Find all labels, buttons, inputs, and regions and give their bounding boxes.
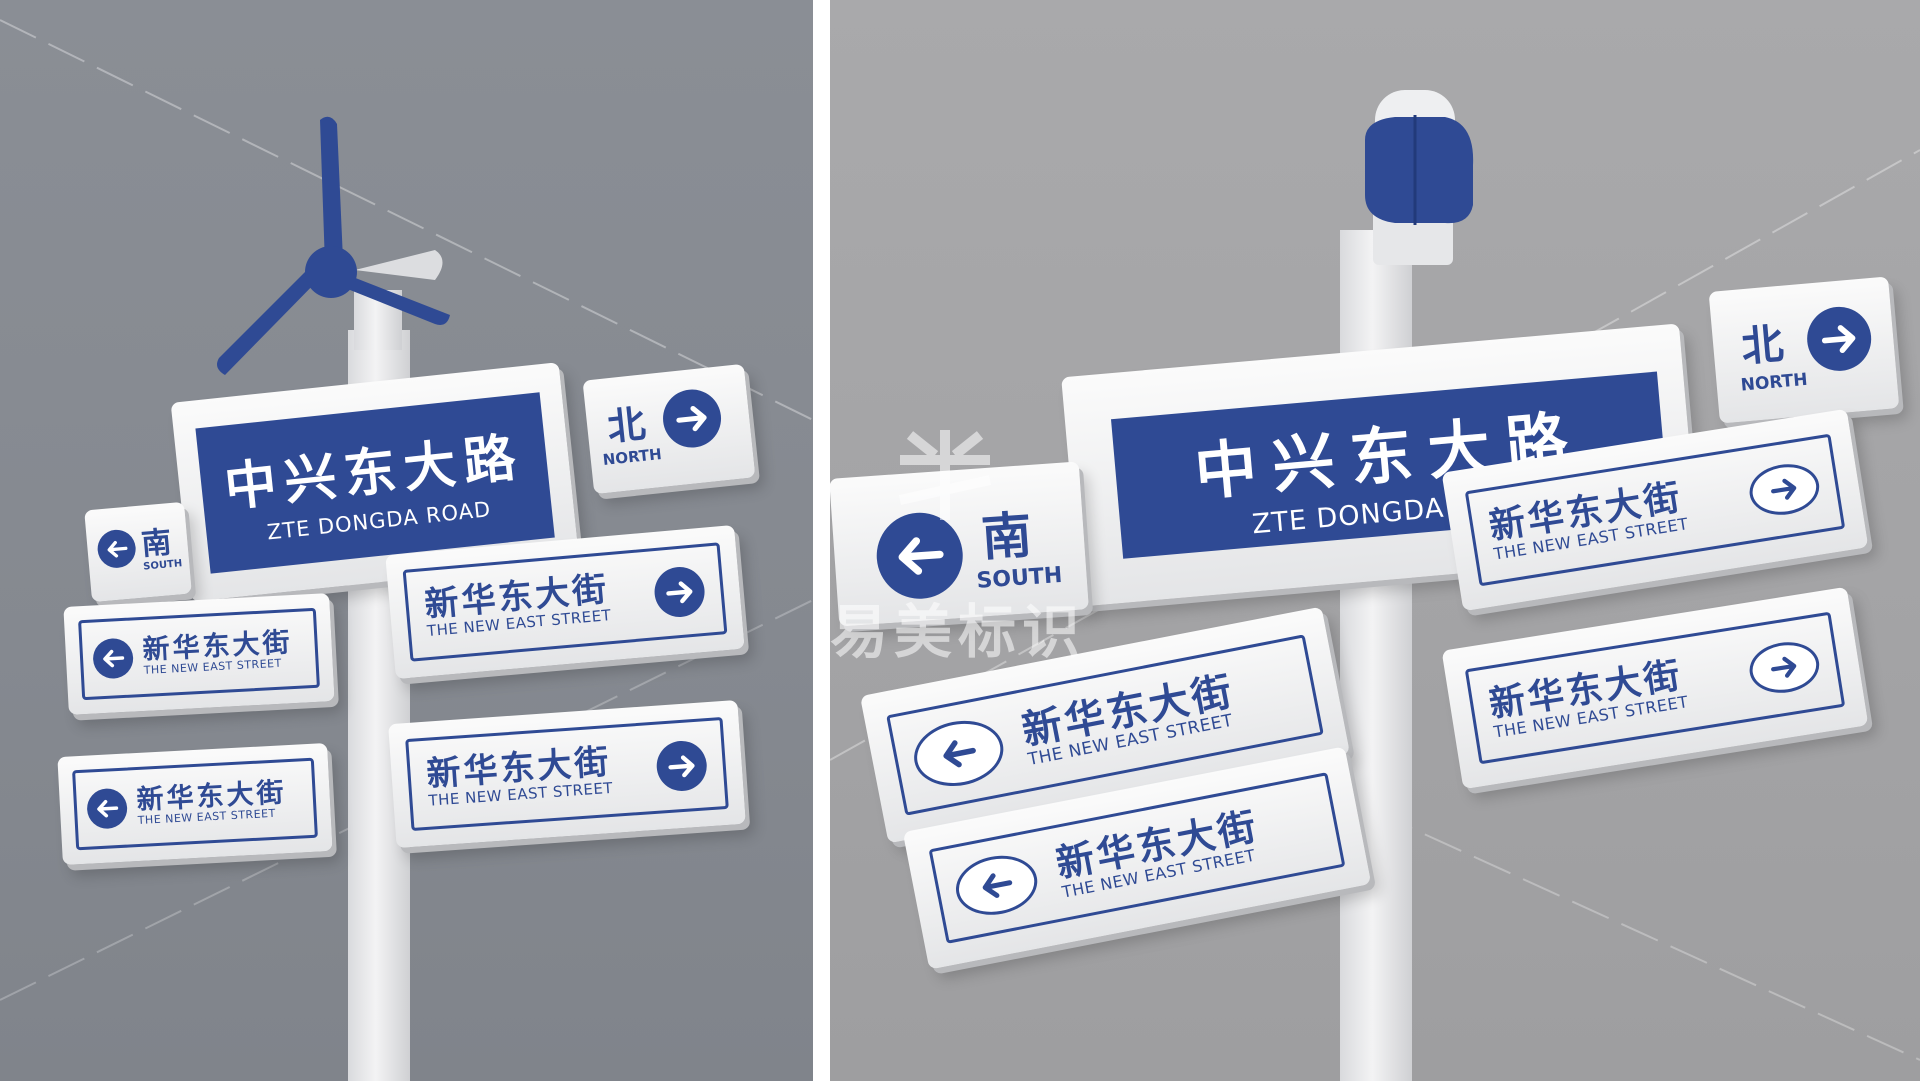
street-sign-right-lower: 新华东大街 THE NEW EAST STREET	[1441, 586, 1869, 790]
street-sign-frame: 新华东大街 THE NEW EAST STREET	[1464, 611, 1846, 765]
street-sign-left-lower: 新华东大街 THE NEW EAST STREET	[902, 746, 1372, 970]
right-signpost-panel: 中兴东大路 ZTE DONGDA ROAD 南 SOUTH 北 NORTH 新华…	[830, 0, 1920, 1081]
street-sign-frame: 新华东大街 THE NEW EAST STREET	[78, 607, 320, 701]
south-label-en: SOUTH	[142, 558, 183, 573]
street-sign-left-upper: 新华东大街 THE NEW EAST STREET	[63, 593, 335, 715]
street-sign-left-upper: 新华东大街 THE NEW EAST STREET	[860, 606, 1350, 844]
arrow-left-icon	[96, 528, 138, 570]
street-sign-frame: 新华东大街 THE NEW EAST STREET	[405, 717, 729, 831]
arrow-right-icon	[1804, 304, 1874, 374]
street-sign-right-upper: 新华东大街 THE NEW EAST STREET	[385, 524, 745, 680]
arrow-right-icon	[1745, 637, 1823, 698]
south-label-cn: 南	[139, 525, 173, 563]
left-signpost-panel: 中兴东大路 ZTE DONGDA ROAD 南 SOUTH 北 NORTH 新华…	[0, 0, 813, 1081]
arrow-left-icon	[86, 787, 129, 830]
north-label-cn: 北	[605, 401, 648, 450]
street-sign-right-upper: 新华东大街 THE NEW EAST STREET	[1441, 408, 1869, 612]
arrow-left-icon	[950, 848, 1043, 922]
watermark-logo-icon	[898, 430, 992, 520]
south-direction-sign: 南 SOUTH	[830, 461, 1089, 627]
street-sign-right-lower: 新华东大街 THE NEW EAST STREET	[388, 699, 746, 849]
street-sign-frame: 新华东大街 THE NEW EAST STREET	[928, 772, 1346, 944]
arrow-right-icon	[1745, 459, 1823, 520]
north-direction-sign: 北 NORTH	[582, 363, 756, 495]
street-sign-frame: 新华东大街 THE NEW EAST STREET	[1464, 433, 1846, 587]
arrow-right-icon	[660, 386, 724, 451]
street-sign-frame: 新华东大街 THE NEW EAST STREET	[402, 542, 728, 662]
north-direction-sign: 北 NORTH	[1708, 276, 1900, 424]
arrow-left-icon	[92, 637, 135, 680]
arrow-right-icon	[655, 739, 709, 793]
street-sign-frame: 新华东大街 THE NEW EAST STREET	[72, 757, 318, 851]
south-direction-sign: 南 SOUTH	[84, 501, 192, 603]
north-label-en: NORTH	[1739, 369, 1809, 396]
watermark-text: 易美标识	[830, 598, 1087, 666]
arrow-right-icon	[652, 564, 707, 620]
street-sign-frame: 新华东大街 THE NEW EAST STREET	[886, 634, 1324, 816]
pole-cap-icon	[1365, 90, 1474, 265]
arrow-left-icon	[873, 509, 966, 602]
street-sign-left-lower: 新华东大街 THE NEW EAST STREET	[57, 743, 333, 865]
north-label-cn: 北	[1739, 318, 1786, 372]
arrow-left-icon	[908, 713, 1010, 794]
wind-turbine-icon	[217, 116, 450, 375]
